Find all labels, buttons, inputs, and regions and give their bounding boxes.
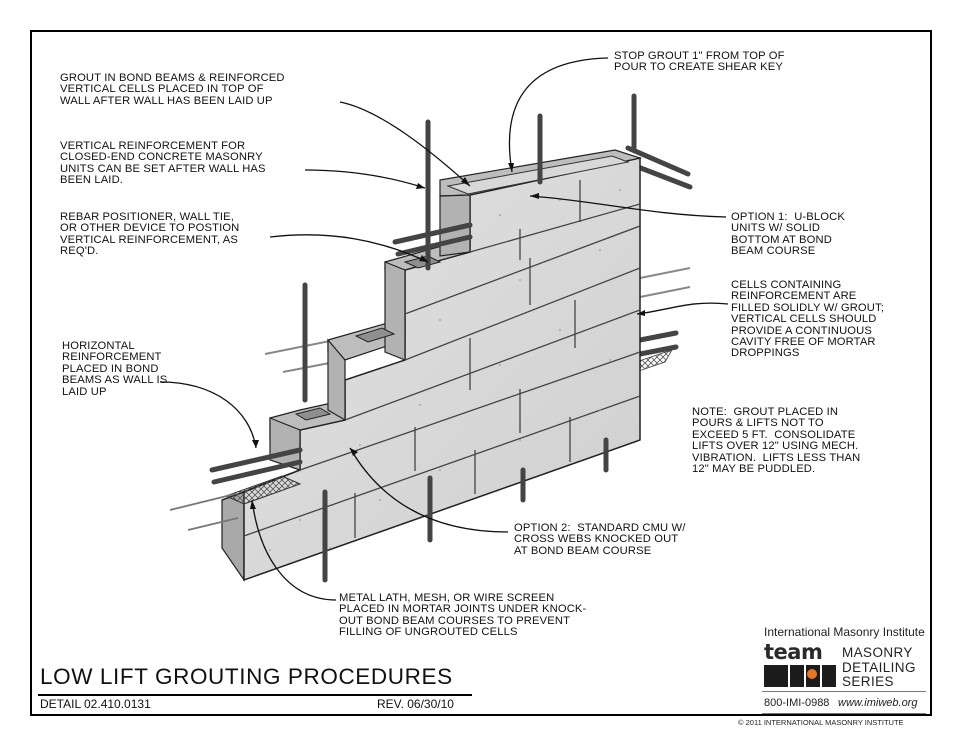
horizontal-bars-front: [169, 493, 239, 531]
block-cells: [294, 255, 442, 421]
bond-beam-rebars: [209, 222, 473, 485]
revision-date: REV. 06/30/10: [377, 697, 454, 711]
copyright: © 2011 INTERNATIONAL MASONRY INSTITUTE: [738, 718, 904, 727]
detail-number: DETAIL 02.410.0131: [40, 697, 151, 711]
imi-logo: [764, 665, 836, 687]
metal-lath-mesh: [224, 475, 302, 505]
drawing-border: [30, 30, 932, 716]
note-option-2: OPTION 2: STANDARD CMU W/ CROSS WEBS KNO…: [514, 522, 686, 557]
note-metal-lath: METAL LATH, MESH, OR WIRE SCREEN PLACED …: [339, 592, 587, 639]
series-name: MASONRY DETAILING SERIES: [842, 645, 916, 689]
wall-end-face: [221, 491, 245, 582]
note-stop-grout: STOP GROUT 1" FROM TOP OF POUR TO CREATE…: [614, 50, 785, 74]
concrete-texture: [269, 189, 621, 551]
branding-divider-bottom: [762, 713, 926, 714]
block-joints: [243, 180, 641, 538]
note-horizontal-reinforcement: HORIZONTAL REINFORCEMENT PLACED IN BOND …: [62, 340, 168, 398]
drawing-title: LOW LIFT GROUTING PROCEDURES: [40, 664, 453, 689]
logo-wordmark: team: [764, 640, 823, 664]
title-underline: [38, 694, 472, 696]
logo-accent-figure: [807, 669, 817, 679]
website-link[interactable]: www.imiweb.org: [838, 697, 918, 709]
note-grout-lifts: NOTE: GROUT PLACED IN POURS & LIFTS NOT …: [692, 406, 861, 476]
phone-number: 800-IMI-0988: [764, 697, 830, 709]
note-cells-containing: CELLS CONTAINING REINFORCEMENT ARE FILLE…: [731, 279, 885, 360]
note-vertical-reinforcement: VERTICAL REINFORCEMENT FOR CLOSED-END CO…: [60, 140, 266, 187]
note-grout-bond-beams: GROUT IN BOND BEAMS & REINFORCED VERTICA…: [60, 72, 285, 107]
note-rebar-positioner: REBAR POSITIONER, WALL TIE, OR OTHER DEV…: [60, 211, 240, 258]
arrow-heads: [250, 163, 645, 509]
leader-arrows: [159, 57, 729, 601]
branding-divider: [762, 691, 926, 692]
vertical-rebars: [302, 93, 637, 583]
institute-name: International Masonry Institute: [764, 625, 925, 639]
note-option-1: OPTION 1: U-BLOCK UNITS W/ SOLID BOTTOM …: [731, 211, 845, 258]
